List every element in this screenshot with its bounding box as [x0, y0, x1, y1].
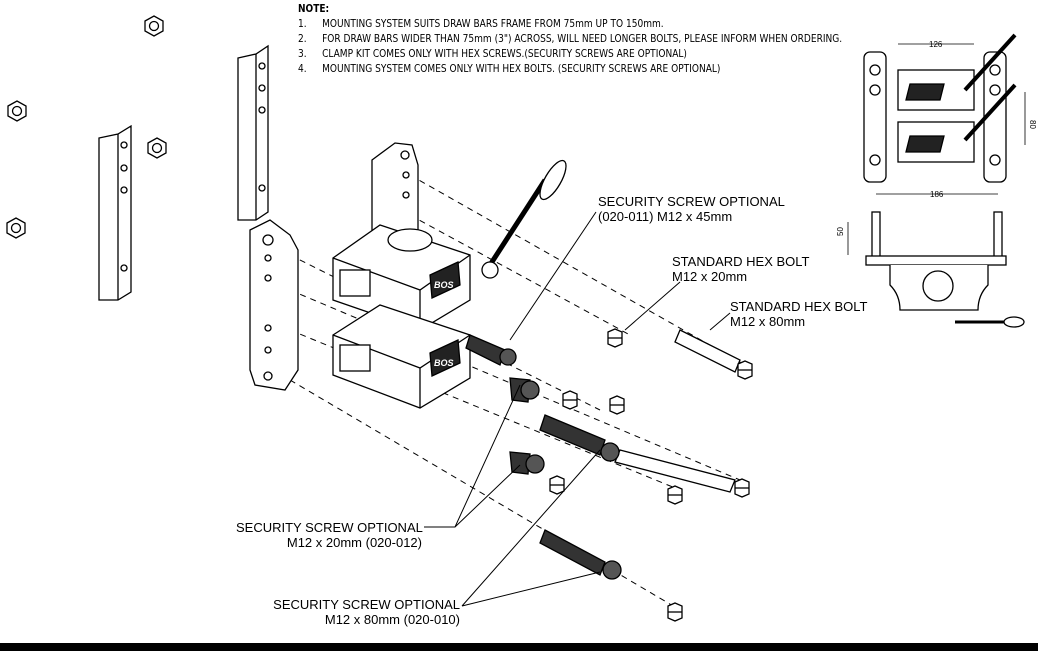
callout-security-screw-80: SECURITY SCREW OPTIONAL M12 x 80mm (020-… — [273, 597, 460, 627]
hex-bolt-80mm — [614, 329, 753, 498]
note-item: 3.CLAMP KIT COMES ONLY WITH HEX SCREWS.(… — [298, 48, 687, 60]
bottom-border — [0, 643, 1038, 651]
clamp-body-bottom: BOS — [332, 304, 471, 409]
callout-hex-bolt-20: STANDARD HEX BOLT M12 x 20mm — [672, 254, 810, 284]
drawbar-plate-left — [98, 124, 132, 301]
callout-hex-bolt-80: STANDARD HEX BOLT M12 x 80mm — [730, 299, 868, 329]
nut-icon — [6, 15, 167, 239]
notes-heading: NOTE: — [298, 3, 330, 15]
bos-logo: BOS — [434, 280, 454, 290]
svg-text:BOS: BOS — [434, 358, 454, 368]
drawbar-plate-right — [237, 44, 269, 221]
top-view-drawing: 126 80 — [863, 33, 1037, 183]
note-item: 1.MOUNTING SYSTEM SUITS DRAW BARS FRAME … — [298, 18, 664, 30]
dimension-80: 80 — [1028, 120, 1037, 129]
dimension-50: 50 — [836, 227, 845, 236]
side-view-drawing: 186 50 — [836, 190, 1025, 328]
clamp-body-top: BOS — [332, 224, 471, 331]
note-item: 4.MOUNTING SYSTEM COMES ONLY WITH HEX BO… — [298, 63, 721, 75]
callout-security-screw-45: SECURITY SCREW OPTIONAL (020-011) M12 x … — [598, 194, 785, 224]
callout-security-screw-20: SECURITY SCREW OPTIONAL M12 x 20mm (020-… — [236, 520, 423, 550]
notes-block: NOTE: 1.MOUNTING SYSTEM SUITS DRAW BARS … — [298, 2, 842, 77]
front-plate — [249, 219, 299, 391]
dimension-126: 126 — [929, 40, 943, 49]
leader-lines — [424, 211, 731, 607]
handle-lever — [481, 159, 567, 279]
note-item: 2.FOR DRAW BARS WIDER THAN 75mm (3") ACR… — [298, 33, 843, 45]
security-screw — [465, 334, 622, 580]
dimension-186: 186 — [930, 190, 944, 199]
